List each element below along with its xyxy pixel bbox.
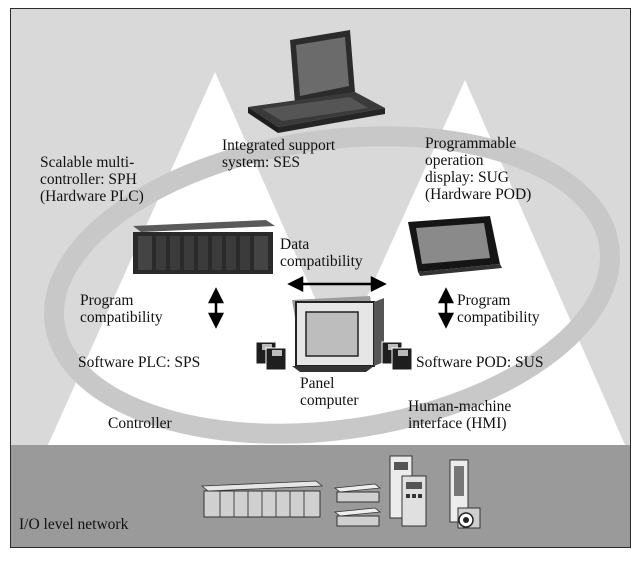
data-compatibility-label: Data compatibility [280,236,363,270]
program-compat-arrow-left [207,287,225,329]
hardware-plc-icon [133,220,275,274]
hardware-pod-icon [408,216,502,276]
software-plc-label: Software PLC: SPS [78,354,201,371]
controller-label: Controller [108,415,172,432]
floppy-disk-right-icon [381,341,413,371]
program-compatibility-right-label: Program compatibility [457,292,540,326]
software-pod-label: Software POD: SUS [416,354,544,371]
io-module-bottom-icon [333,507,382,527]
panel-computer-label: Panel computer [300,375,359,409]
scalable-multicontroller-label: Scalable multi- controller: SPH (Hardwar… [40,154,144,205]
inverter-icon [389,455,427,527]
panel-computer-icon [292,296,384,372]
io-rack-icon [200,480,324,518]
laptop-icon [248,30,385,133]
integrated-support-label: Integrated support system: SES [222,137,336,171]
hmi-label: Human-machine interface (HMI) [408,398,512,432]
data-compat-arrow [287,275,387,293]
program-compatibility-left-label: Program compatibility [80,292,163,326]
servo-motor-icon [449,459,481,529]
programmable-operation-label: Programmable operation display: SUG (Har… [425,135,532,203]
io-network-label: I/O level network [19,516,129,533]
io-module-top-icon [333,483,382,503]
program-compat-arrow-right [437,287,455,329]
floppy-disk-left-icon [255,341,287,371]
compatibility-ring [43,126,621,444]
